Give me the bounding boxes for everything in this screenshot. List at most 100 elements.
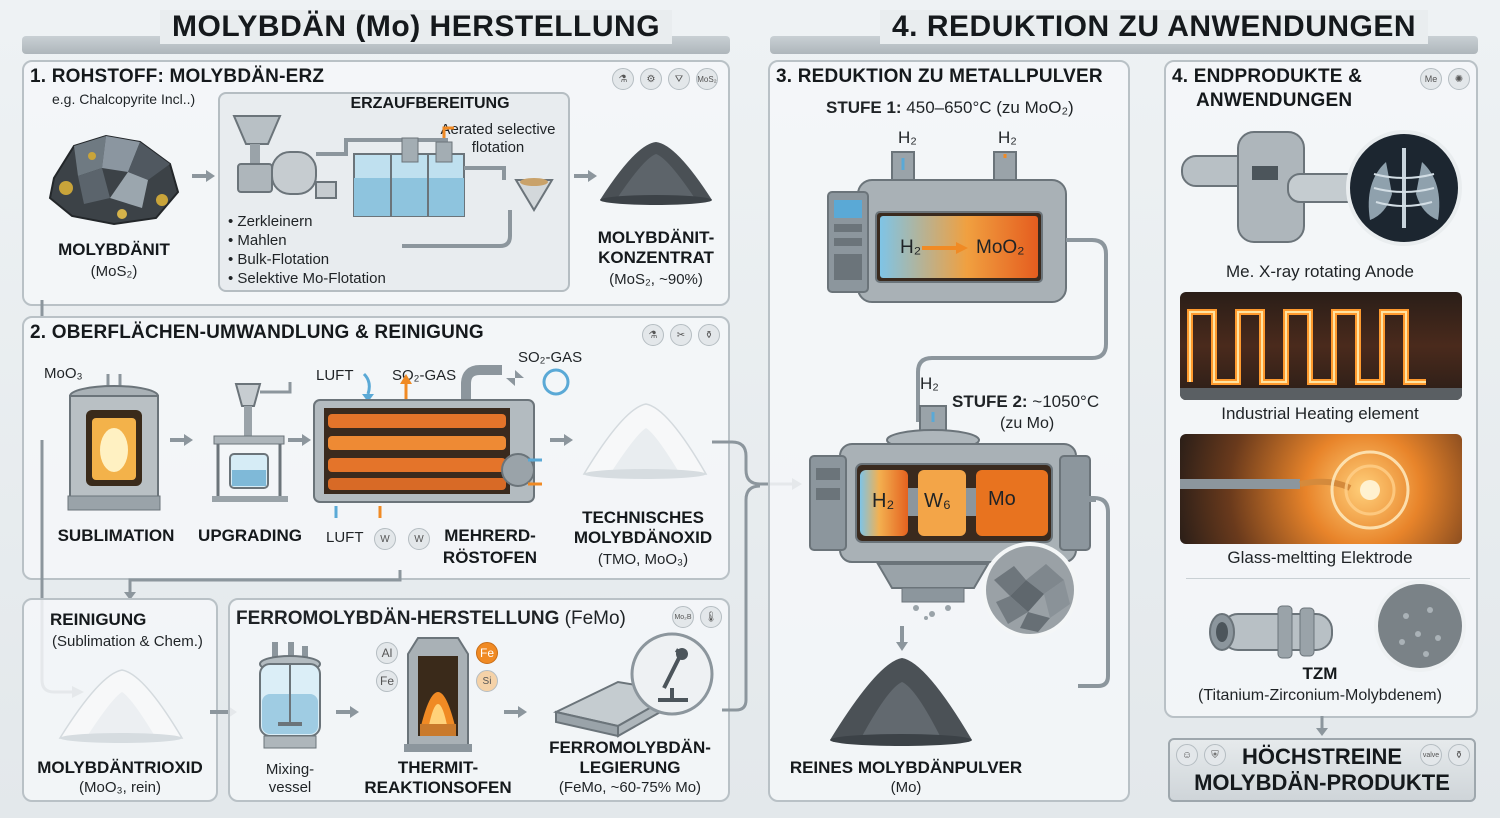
ferro-title-bold: FERROMOLYBDÄN-HERSTELLUNG	[236, 608, 560, 629]
h2-inlet-a: H₂	[898, 128, 917, 147]
scissors-icon: ✂	[670, 324, 692, 346]
processing-step: Bulk-Flotation	[228, 250, 386, 269]
mixing-vessel-image	[259, 642, 321, 749]
fe-orange-badge: Fe	[476, 642, 498, 664]
sublimation-furnace-image	[67, 374, 161, 511]
h2-inlet-b: H₂	[998, 128, 1017, 147]
section4-title-1: 4. ENDPRODUKTE &	[1172, 66, 1363, 87]
molybdenum-trioxide-pile-image	[58, 669, 184, 743]
stage2-sub: (zu Mo)	[1000, 415, 1055, 432]
heating-element-image	[1180, 292, 1462, 400]
reactor1-inlet-label: H₂	[900, 237, 922, 258]
stage2-label: STUFE 2: ~1050°C	[952, 392, 1099, 412]
ferro-icons: Mo₂B 🌡	[672, 606, 722, 628]
purification-subtitle: (Sublimation & Chem.)	[52, 633, 203, 650]
trioxide-name: MOLYBDÄNTRIOXID	[37, 758, 203, 777]
final-products-title-2: MOLYBDÄN-PRODUKTE	[1194, 770, 1450, 795]
bottle-icon: ⚱	[698, 324, 720, 346]
upgrading-unit-image	[212, 382, 292, 502]
pipe-stage1-stage2	[916, 238, 1108, 422]
pipe-stage2-return	[1078, 496, 1110, 688]
stage1-bold: STUFE 1:	[826, 98, 902, 117]
pure-powder-formula: (Mo)	[890, 779, 922, 796]
flotation-plant-illustration	[232, 115, 554, 217]
arrow-tzm-final	[1316, 716, 1328, 736]
powder-microstructure-zoom	[982, 542, 1078, 638]
ore-name: MOLYBDÄNIT	[58, 240, 170, 259]
arrow-reactor-powder	[896, 626, 908, 651]
purification-title: REINIGUNG	[50, 610, 147, 629]
thermit-furnace-image	[404, 637, 472, 752]
final-products-title-1: HÖCHSTREINE	[1241, 744, 1403, 769]
arrow-thermit-alloy	[504, 706, 527, 718]
connector-s2-bottom	[124, 570, 402, 600]
stage2-rest: ~1050°C	[1027, 392, 1100, 411]
thermometer-icon: 🌡	[700, 606, 722, 628]
arrow-processing-to-concentrate	[574, 170, 597, 182]
stage2-bold: STUFE 2:	[952, 392, 1028, 411]
pure-powder-name: REINES MOLYBDÄNPULVER	[789, 758, 1023, 777]
processing-step: Zerkleinern	[228, 212, 386, 231]
ore-formula: (MoS₂)	[90, 263, 138, 280]
thermit-name-1: THERMIT-	[397, 758, 479, 777]
atom-icon: ✺	[1448, 68, 1470, 90]
alloy-formula: (FeMo, ~60-75% Mo)	[558, 779, 702, 796]
al-badge: Al	[376, 642, 398, 664]
si-badge: Si	[476, 670, 498, 692]
reactor1-outlet-label: MoO₂	[976, 237, 1025, 258]
tzm-sub: (Titanium-Zirconium-Molybdenem)	[1198, 687, 1442, 704]
arrow-sublimation-upgrading	[170, 434, 193, 446]
oxide-formula: (TMO, MoO₃)	[597, 551, 689, 568]
fe-badge: Fe	[376, 670, 398, 692]
molybdenite-ore-image	[48, 134, 180, 226]
concentrate-formula: (MoS₂, ~90%)	[609, 271, 703, 288]
app-label-glass: Glass-meltting Elektrode	[1227, 548, 1413, 567]
section4-title-2: ANWENDUNGEN	[1196, 90, 1353, 111]
section1-icons: ⚗ ⚙ ⛛ MoS₂	[612, 68, 718, 90]
section1-title: 1. ROHSTOFF: MOLYBDÄN-ERZ	[30, 66, 325, 87]
upgrading-label: UPGRADING	[198, 526, 302, 545]
w-badge: W	[408, 528, 430, 550]
connector-s1-s2	[40, 300, 44, 318]
app-label-heating: Industrial Heating element	[1221, 404, 1419, 423]
main-title-left: MOLYBDÄN (Mo) HERSTELLUNG	[160, 10, 673, 44]
flotation-label-1: Aerated selective	[440, 121, 556, 138]
me-icon: Me	[1420, 68, 1442, 90]
mixing-vessel-label-1: Mixing-	[265, 761, 315, 778]
arrow-furnace-oxide	[550, 434, 573, 446]
mos2-icon: MoS₂	[696, 68, 718, 90]
section2-icons: ⚗ ✂ ⚱	[642, 324, 720, 346]
bottle-icon: ⚱	[1448, 744, 1470, 766]
tzm-component-image	[1186, 578, 1470, 672]
arrow-ore-to-processing	[192, 170, 215, 182]
concentrate-name-1: MOLYBDÄNIT-	[597, 228, 715, 247]
technical-oxide-pile-image	[582, 403, 708, 479]
stage1-reactor-image	[827, 151, 1082, 303]
zone-w6-label: W₆	[924, 490, 951, 512]
pure-powder-pile-image	[830, 658, 972, 746]
luft-top-label: LUFT	[316, 367, 354, 384]
section1-subtitle: e.g. Chalcopyrite Incl..)	[52, 91, 196, 107]
concentrate-pile-image	[600, 142, 712, 205]
mo2b-icon: Mo₂B	[672, 606, 694, 628]
alloy-name-2: LEGIERUNG	[579, 758, 681, 777]
oxide-name-2: MOLYBDÄNOXID	[573, 528, 713, 547]
processing-step: Selektive Mo-Flotation	[228, 269, 385, 288]
processing-step: Mahlen	[228, 231, 386, 250]
stage2-reactor-image	[809, 405, 1096, 620]
glass-electrode-image	[1180, 434, 1462, 544]
ferro-title-rest: (FeMo)	[559, 608, 626, 629]
app-label-xray: Me. X-ray rotating Anode	[1225, 262, 1415, 281]
thermit-name-2: REAKTIONSOFEN	[364, 778, 512, 797]
main-title-right: 4. REDUKTION ZU ANWENDUNGEN	[880, 10, 1429, 44]
section4-icons: Me ✺	[1420, 68, 1470, 90]
concentrate-name-2: KONZENTRAT	[598, 248, 714, 267]
heating-coil-graphic	[1180, 309, 1462, 400]
h2-inlet-c: H₂	[920, 374, 939, 393]
w-badge: W	[374, 528, 396, 550]
furnace-name-1: MEHRERD-	[444, 526, 536, 545]
mixing-vessel-label-2: vessel	[268, 779, 312, 796]
ferromolybdenum-ingot-image	[552, 632, 714, 738]
so2-gas-label-2: SO₂-GAS	[518, 349, 583, 366]
xray-anode-image	[1181, 130, 1462, 246]
